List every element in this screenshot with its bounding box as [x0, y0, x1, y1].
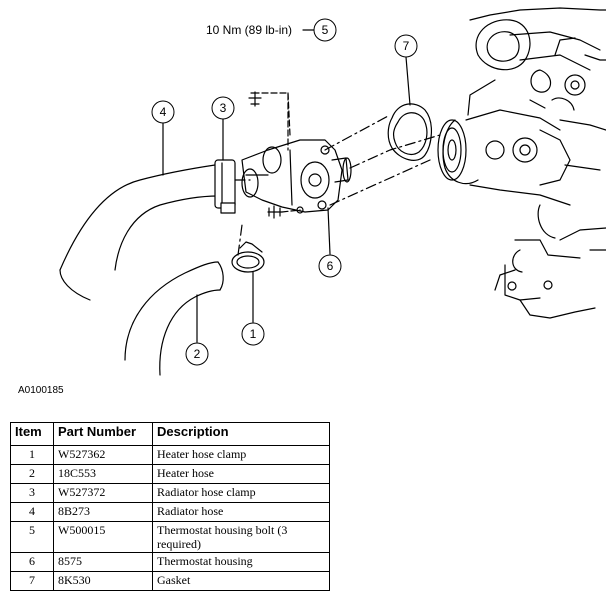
radiator-hose-clamp — [214, 159, 236, 214]
description-cell: Heater hose clamp — [152, 445, 330, 465]
part-number-cell: 18C553 — [53, 464, 153, 484]
callout-4: 4 — [151, 100, 175, 124]
parts-table: Item Part Number Description 1 W527362 H… — [10, 422, 330, 591]
callout-1: 1 — [241, 322, 265, 346]
header-part-number: Part Number — [53, 422, 153, 446]
gasket — [387, 103, 432, 161]
description-cell: Radiator hose clamp — [152, 483, 330, 503]
thermostat-housing-bolts — [248, 91, 301, 219]
callout-5-label: 5 — [322, 23, 329, 37]
leader-lines — [162, 29, 411, 343]
heater-hose — [124, 261, 224, 376]
callout-2-label: 2 — [194, 347, 201, 361]
table-row: 7 8K530 Gasket — [10, 571, 330, 591]
exploded-view-diagram: 10 Nm (89 lb-in) 1 2 3 4 5 6 7 A0100185 — [18, 7, 606, 396]
callout-1-label: 1 — [250, 327, 257, 341]
item-cell: 2 — [10, 464, 54, 484]
table-header-row: Item Part Number Description — [10, 422, 330, 446]
part-number-cell: W527362 — [53, 445, 153, 465]
item-cell: 5 — [10, 521, 54, 553]
callout-7: 7 — [394, 34, 418, 58]
callout-3-label: 3 — [220, 101, 227, 115]
callout-6: 6 — [318, 254, 342, 278]
item-cell: 1 — [10, 445, 54, 465]
figure-id: A0100185 — [18, 385, 64, 396]
item-cell: 3 — [10, 483, 54, 503]
thermostat-housing — [241, 139, 352, 214]
part-number-cell: W500015 — [53, 521, 153, 553]
callout-4-label: 4 — [160, 105, 167, 119]
table-row: 5 W500015 Thermostat housing bolt (3 req… — [10, 521, 330, 553]
table-row: 3 W527372 Radiator hose clamp — [10, 483, 330, 503]
engine-block — [437, 7, 606, 319]
description-cell: Heater hose — [152, 464, 330, 484]
item-cell: 4 — [10, 502, 54, 522]
description-cell: Gasket — [152, 571, 330, 591]
part-number-cell: 8B273 — [53, 502, 153, 522]
table-row: 4 8B273 Radiator hose — [10, 502, 330, 522]
header-item: Item — [10, 422, 54, 446]
item-cell: 7 — [10, 571, 54, 591]
callout-7-label: 7 — [403, 39, 410, 53]
callout-3: 3 — [211, 96, 235, 120]
radiator-hose — [59, 164, 221, 301]
table-row: 2 18C553 Heater hose — [10, 464, 330, 484]
torque-spec: 10 Nm (89 lb-in) — [206, 23, 292, 37]
description-cell: Thermostat housing bolt (3 required) — [152, 521, 330, 553]
description-cell: Radiator hose — [152, 502, 330, 522]
header-description: Description — [152, 422, 330, 446]
part-number-cell: 8K530 — [53, 571, 153, 591]
heater-hose-clamp — [231, 241, 265, 273]
callout-5: 5 — [313, 18, 337, 42]
alignment-lines — [234, 114, 441, 256]
part-number-cell: W527372 — [53, 483, 153, 503]
callout-6-label: 6 — [327, 259, 334, 273]
part-number-cell: 8575 — [53, 552, 153, 572]
table-row: 1 W527362 Heater hose clamp — [10, 445, 330, 465]
table-row: 6 8575 Thermostat housing — [10, 552, 330, 572]
item-cell: 6 — [10, 552, 54, 572]
callout-2: 2 — [185, 342, 209, 366]
description-cell: Thermostat housing — [152, 552, 330, 572]
